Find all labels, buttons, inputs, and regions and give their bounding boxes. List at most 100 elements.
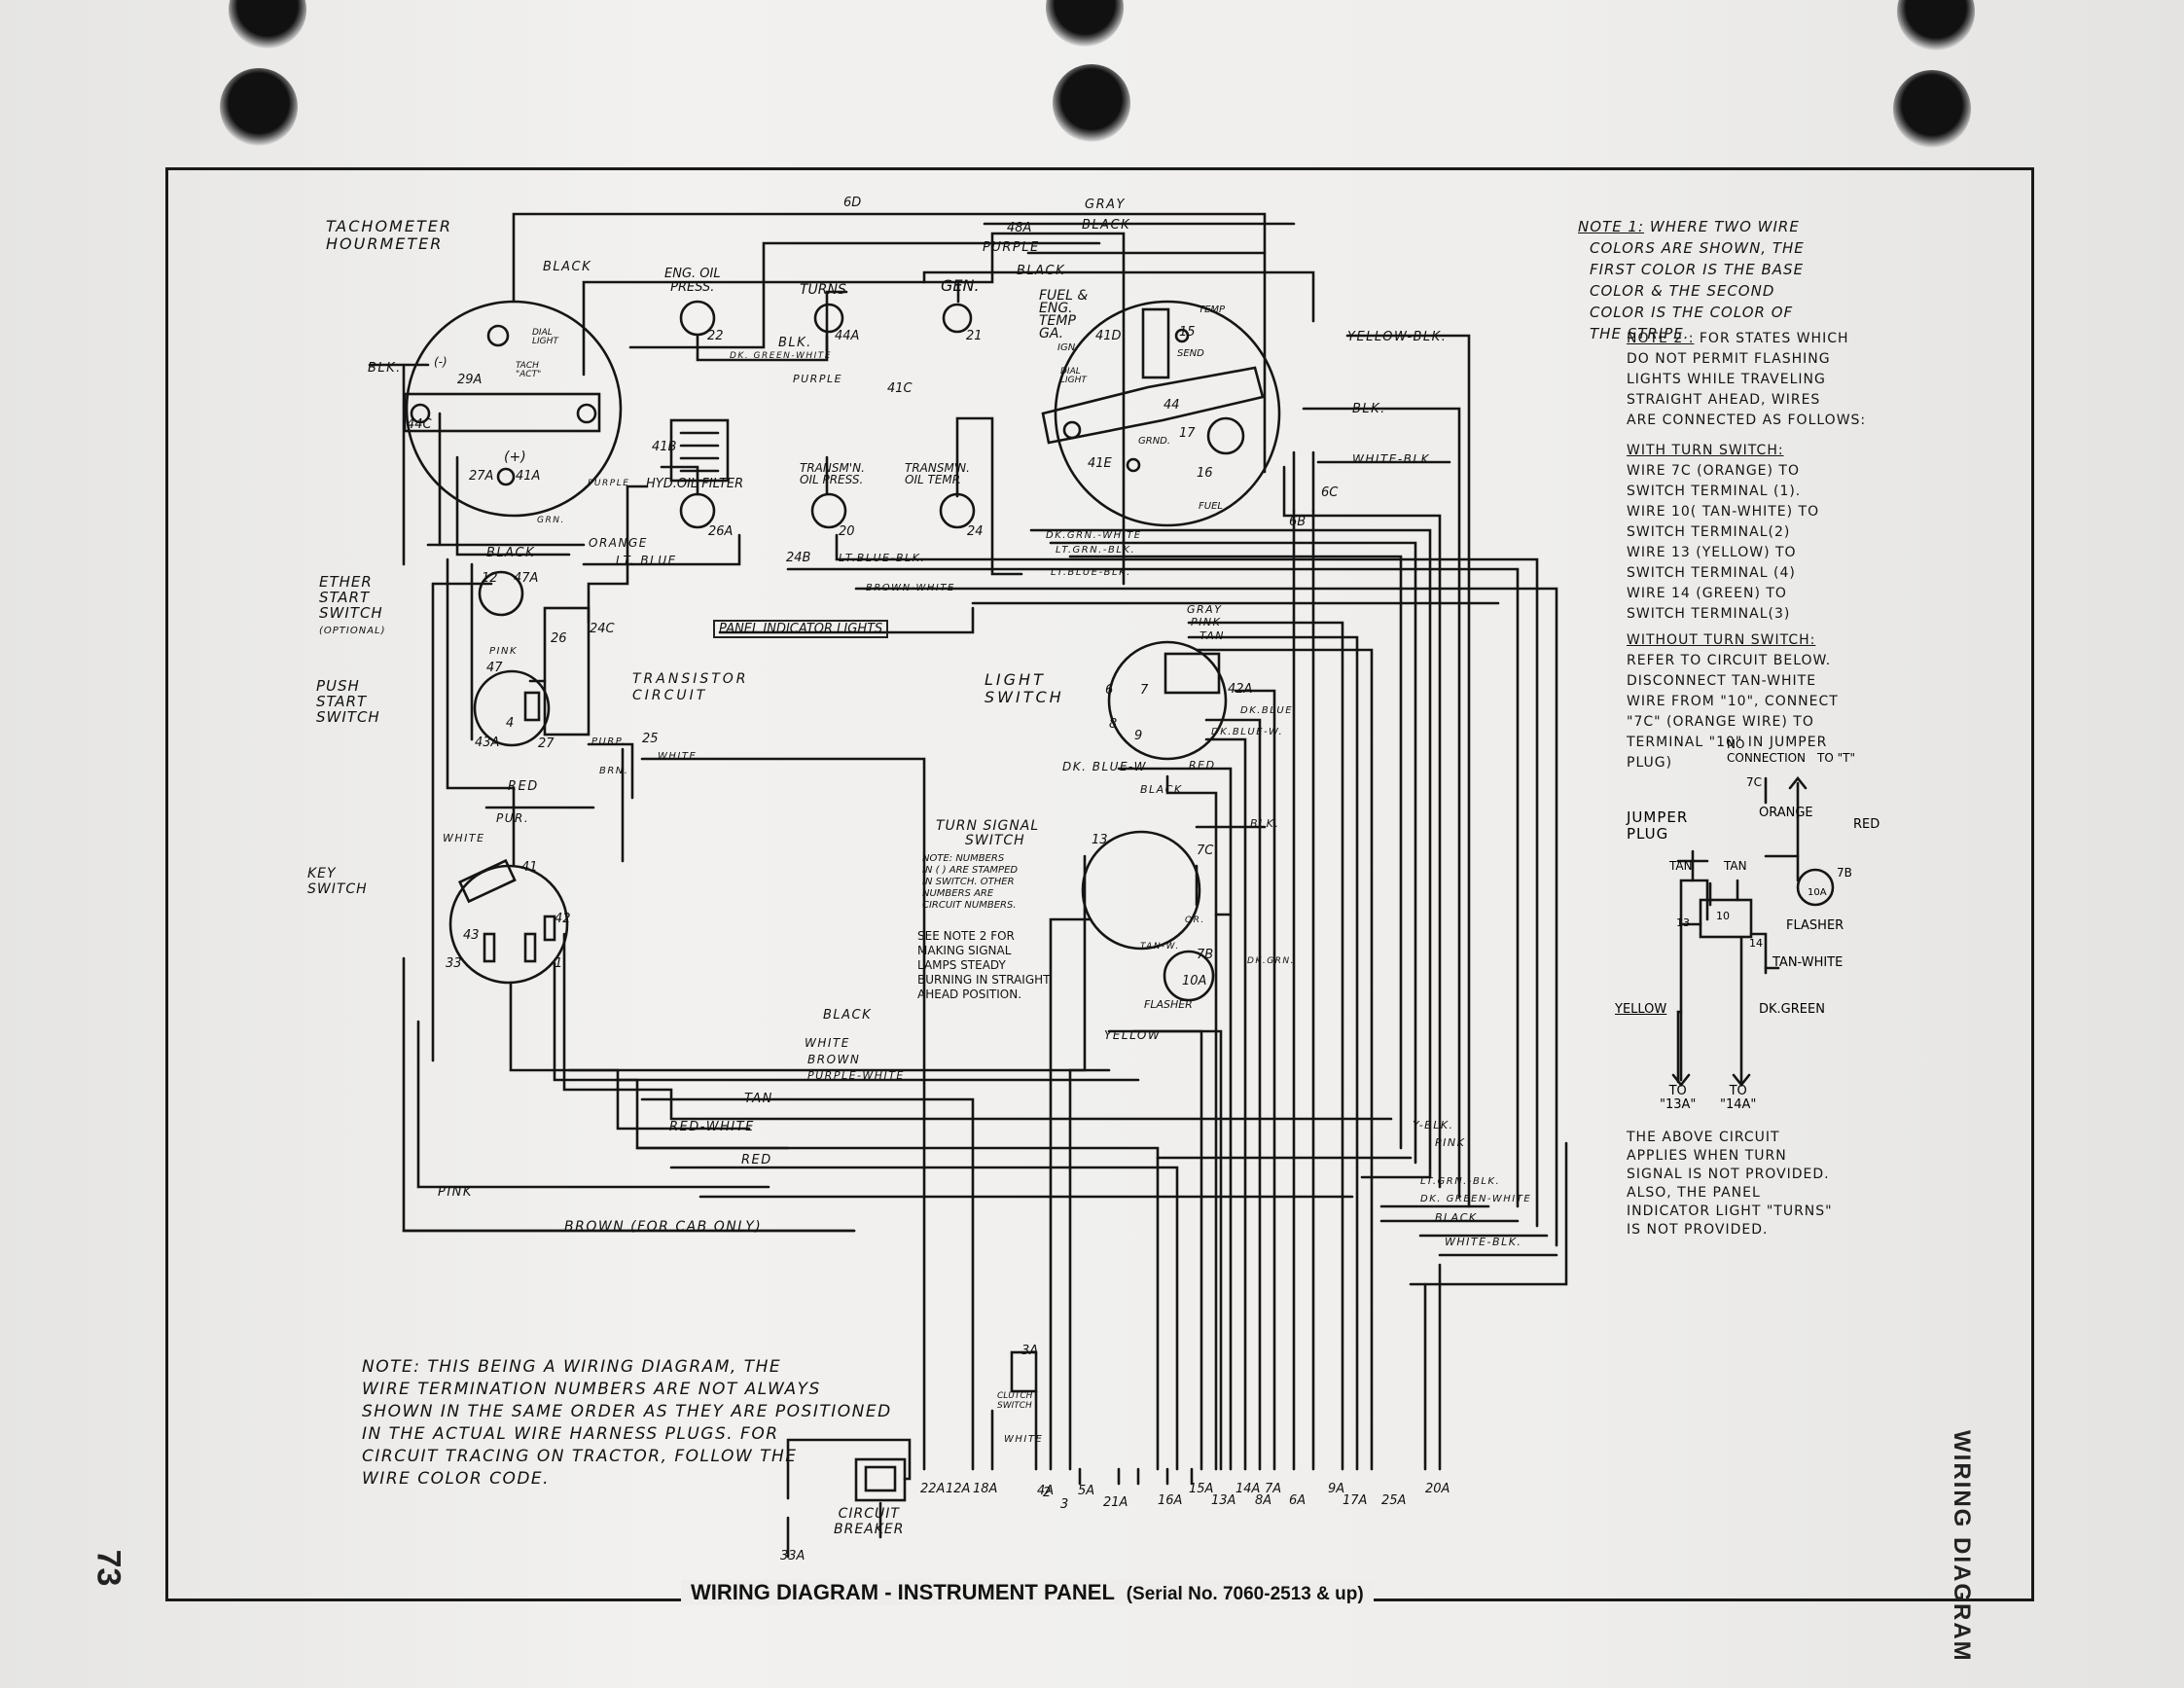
terminal-label: 14A [1235,1482,1260,1496]
turn-signal-switch-label: TURN SIGNAL SWITCH [936,818,1040,848]
wire-label: BLACK [823,1008,872,1023]
terminal-label: 20 [839,524,855,539]
send-label: SEND [1177,348,1204,359]
terminal-label: 7B [1197,948,1213,962]
wire-label: WHITE [443,832,485,844]
terminal-label: 7C [1197,844,1214,858]
wire-label: OR. [1185,916,1205,925]
terminal-label: 3 [1060,1497,1068,1512]
tachometer-line: TACHOMETER [326,217,452,235]
terminal-label: 9 [1134,729,1142,743]
panel-indicator-lights-label: PANEL INDICATOR LIGHTS [713,620,889,638]
terminal-label: 24 [967,524,984,539]
wire-label: DK. GREEN-WHITE [1420,1194,1531,1204]
side-title: WIRING DIAGRAM [1949,1430,1975,1663]
grnd-label: GRND. [1138,436,1171,447]
tachometer-line: HOURMETER [326,234,444,253]
yellow-label: YELLOW [1615,1002,1667,1017]
wire-label: GRAY [1085,198,1126,212]
terminal-label: 44A [835,329,859,343]
wire-label: LT.GRN.-BLK. [1056,545,1135,556]
hyd-oil-filter-label: HYD.OIL FILTER [646,477,744,491]
terminal-label: 27A [469,469,493,484]
transm-oil-press-label: TRANSM'N. OIL PRESS. [800,461,865,486]
terminal-label: 6D [843,196,861,210]
wire-label: Y-BLK. [1413,1119,1454,1131]
terminal-label: 26A [708,524,733,539]
caption-title: WIRING DIAGRAM - INSTRUMENT PANEL [691,1580,1115,1604]
diagram-caption: WIRING DIAGRAM - INSTRUMENT PANEL (Seria… [681,1580,1374,1605]
wire-label: BLK. [1250,817,1279,830]
wire-label: BLACK [1435,1211,1478,1224]
terminal-label: 12A [946,1482,970,1496]
turn-signal-note: NOTE: NUMBERS IN ( ) ARE STAMPED IN SWIT… [922,853,1019,911]
terminal-label: 22A [920,1482,945,1496]
wire-label: DK.BLUE [1240,705,1293,716]
ether-start-label: ETHER START SWITCH (OPTIONAL) [319,573,386,636]
wire-label: RED-WHITE [669,1120,755,1134]
note-2: NOTE 2 : FOR STATES WHICH DO NOT PERMIT … [1627,331,1867,771]
push-start-label: PUSH START SWITCH [316,677,380,726]
wire-label: WHITE-BLK. [1445,1236,1522,1248]
wire-label: LT. BLUE [616,554,677,567]
terminal-label: 6B [1289,515,1306,529]
wire-label: DK. BLUE-W [1062,760,1147,773]
wire-label: PINK [1435,1136,1465,1149]
wire-harness [368,212,1568,1559]
terminal-14-label: 14 [1749,937,1763,950]
wire-label: BLACK [486,546,535,560]
terminal-label: 43 [463,928,480,943]
eng-oil-press-label: ENG. OIL PRESS. [664,267,721,295]
note-1: NOTE 1: WHERE TWO WIRE COLORS ARE SHOWN,… [1578,218,1805,342]
wire-label: RED [741,1153,772,1167]
inset-flasher-label: FLASHER [1786,918,1844,933]
wire-label: BLACK [543,260,591,274]
wire-label: PURP. [591,736,627,747]
binder-hole [220,68,298,146]
wire-label: RED [1189,759,1216,772]
transm-oil-temp-label: TRANSM'N. OIL TEMP. [905,461,970,486]
terminal-label: 41C [887,381,913,396]
terminal-label: 27 [538,736,555,751]
terminal-label: 43A [475,736,499,750]
wire-label: PURPLE [983,240,1040,255]
terminal-label: 10A [1182,974,1206,988]
temp-label: TEMP [1199,305,1226,315]
terminal-label: 41 [521,860,538,875]
terminal-label: 25 [642,732,659,746]
transistor-circuit-label: TRANSISTOR CIRCUIT [632,671,749,703]
terminal-label: 33 [446,956,462,971]
light-switch-label: LIGHT SWITCH [985,670,1064,706]
wire-label: BLACK [1140,783,1183,796]
wire-label: BLK. [368,361,402,376]
terminal-label: 47A [514,571,538,586]
wire-label: BROWN [807,1053,860,1066]
terminal-13-label: 13 [1676,916,1690,929]
tachometer-label: TACHOMETER HOURMETER [326,218,452,253]
turn-signal-switch-symbol [1081,830,1215,1002]
wire-label: PINK [489,646,518,657]
wire-label: PURPLE [793,373,842,385]
binder-hole [1893,70,1971,148]
wire-label: TAN [744,1092,773,1106]
terminal-label: 26 [551,631,567,646]
terminal-label: 41B [652,440,677,454]
terminal-label: 41A [516,469,540,484]
wire-label: BROWN (FOR CAB ONLY) [564,1219,762,1235]
dk-green-label: DK.GREEN [1759,1002,1825,1017]
gen-label: GEN. [941,276,980,295]
pos-label: (+) [504,449,526,465]
terminal-label: 6A [1289,1493,1306,1508]
terminal-label: 20A [1425,1482,1450,1496]
clutch-switch-symbol [1010,1350,1038,1393]
jumper-plug-inset [1671,775,1835,1088]
terminal-label: 4 [506,716,514,731]
terminal-label: 24B [786,551,811,565]
push-start-switch-symbol [473,669,551,747]
wire-label: BRN. [599,766,628,776]
terminal-label: 15 [1179,325,1196,340]
